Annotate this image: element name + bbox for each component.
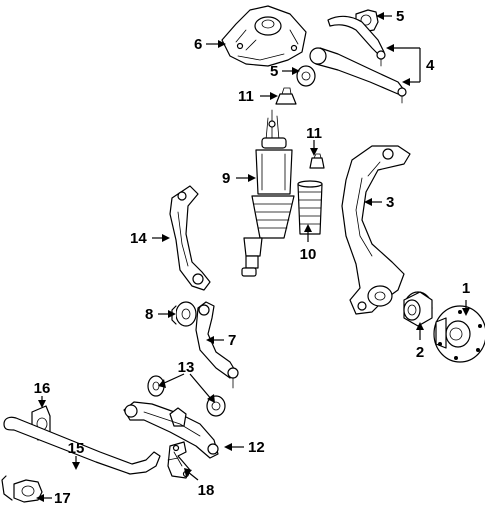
svg-text:11: 11 — [238, 88, 254, 105]
svg-text:17: 17 — [54, 490, 71, 507]
callout-17: 17 — [36, 490, 71, 507]
svg-text:18: 18 — [198, 482, 215, 499]
dust-boot[interactable] — [297, 180, 323, 235]
callout-11-right: 11 — [306, 125, 322, 156]
callout-8: 8 — [145, 306, 176, 323]
svg-text:5: 5 — [396, 8, 404, 25]
svg-text:7: 7 — [228, 332, 236, 349]
stabilizer-bar[interactable] — [1, 416, 161, 501]
svg-text:4: 4 — [426, 57, 435, 74]
callout-16: 16 — [34, 380, 51, 408]
svg-text:13: 13 — [178, 359, 195, 376]
callout-14: 14 — [130, 230, 170, 247]
svg-text:1: 1 — [462, 280, 470, 297]
svg-text:3: 3 — [386, 194, 394, 211]
callout-1: 1 — [462, 280, 470, 316]
lower-control-arm-bottom[interactable] — [123, 401, 219, 459]
callout-10: 10 — [300, 224, 317, 263]
wheel-bearing[interactable] — [403, 291, 433, 327]
svg-text:10: 10 — [300, 246, 317, 263]
strut-mount-bracket[interactable] — [221, 5, 307, 67]
callout-7: 7 — [206, 332, 236, 349]
upper-control-arms[interactable] — [309, 15, 407, 104]
svg-text:9: 9 — [222, 170, 230, 187]
callout-6: 6 — [194, 36, 226, 53]
callout-4: 4 — [386, 44, 435, 86]
svg-text:12: 12 — [248, 439, 265, 456]
svg-text:5: 5 — [270, 63, 278, 80]
callout-11-top: 11 — [238, 88, 278, 105]
callout-2: 2 — [416, 322, 424, 361]
strut-fork[interactable] — [169, 185, 211, 291]
callout-5-mid: 5 — [270, 63, 300, 80]
bump-stop-top[interactable] — [275, 87, 297, 105]
bump-stop-right[interactable] — [309, 153, 325, 169]
callout-12: 12 — [224, 439, 265, 456]
svg-text:11: 11 — [306, 125, 322, 142]
svg-text:16: 16 — [34, 380, 51, 397]
svg-text:8: 8 — [145, 306, 153, 323]
svg-text:14: 14 — [130, 230, 147, 247]
callout-3: 3 — [364, 194, 394, 211]
wheel-hub[interactable] — [433, 305, 485, 363]
svg-text:2: 2 — [416, 344, 424, 361]
callout-13: 13 — [158, 359, 215, 403]
callout-5-top: 5 — [376, 8, 404, 25]
svg-text:15: 15 — [68, 440, 85, 457]
callout-15: 15 — [68, 440, 85, 470]
lower-control-arm[interactable] — [195, 301, 239, 389]
callout-9: 9 — [222, 170, 256, 187]
svg-text:6: 6 — [194, 36, 202, 53]
callout-18: 18 — [184, 468, 214, 499]
air-strut[interactable] — [241, 109, 295, 277]
upper-arm-bushing-mid[interactable] — [296, 65, 316, 87]
steering-knuckle[interactable] — [341, 145, 411, 315]
